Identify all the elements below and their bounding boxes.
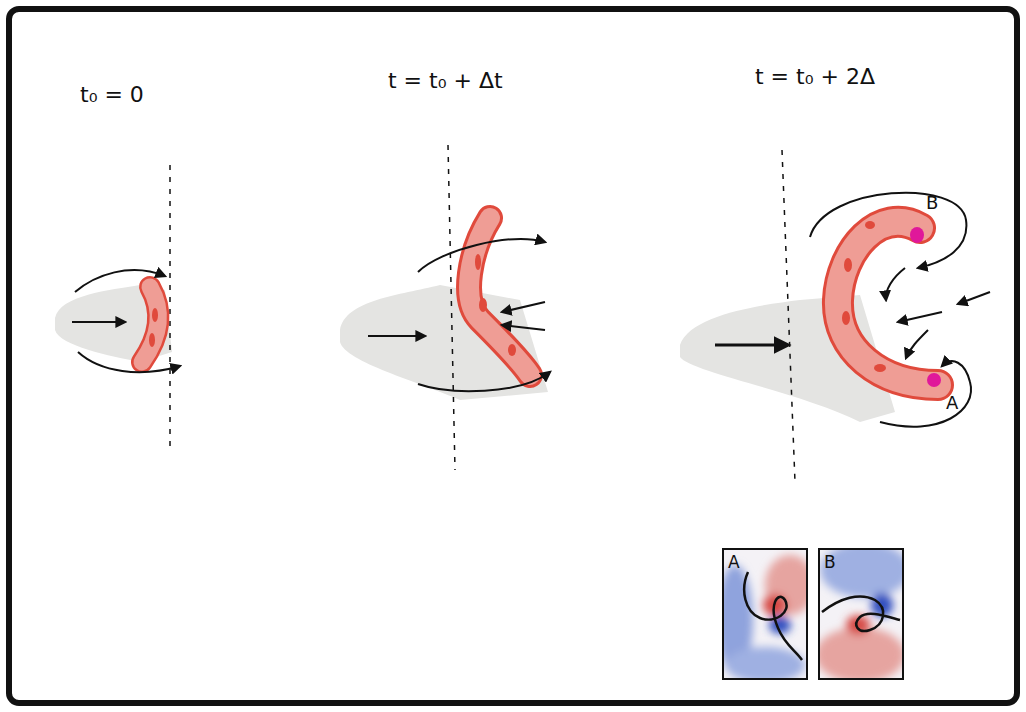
vortex-label: B — [926, 192, 938, 213]
vortex-label: A — [946, 392, 958, 413]
vorticity-inset-a — [722, 548, 808, 680]
time-label: t = t₀ + 2Δ — [755, 64, 875, 89]
panel-2 — [340, 145, 550, 470]
inset-panel: A — [722, 548, 808, 680]
time-label: t = t₀ + Δt — [388, 68, 503, 93]
panel-3 — [680, 150, 990, 482]
time-label: t₀ = 0 — [80, 82, 144, 107]
inset-letter: B — [820, 550, 840, 574]
frame — [9, 9, 1017, 703]
inset-panel: B — [818, 548, 904, 680]
panel-1 — [55, 165, 180, 450]
inset-letter: A — [724, 550, 744, 574]
vorticity-inset-b — [818, 548, 904, 680]
